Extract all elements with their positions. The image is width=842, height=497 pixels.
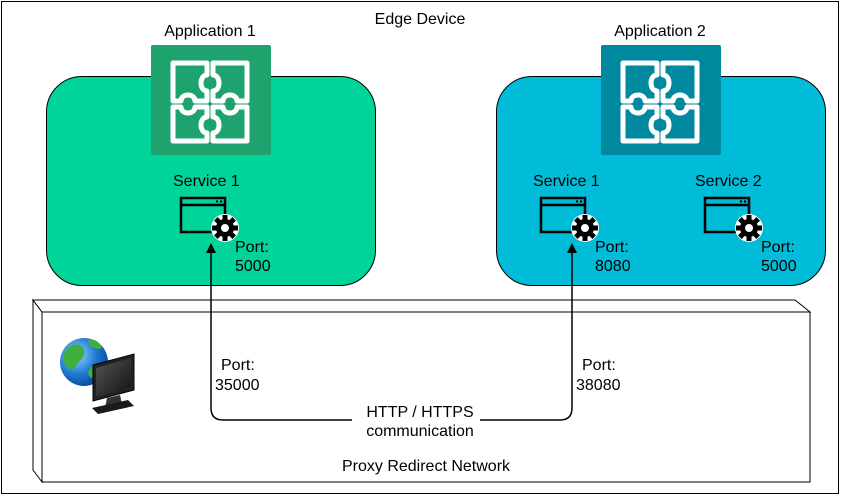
application-1-label: Application 1 xyxy=(164,23,256,40)
proxy-port-1-label: Port: xyxy=(221,357,255,374)
app2-service-2-label: Service 2 xyxy=(695,173,762,190)
proxy-port-1-value: 35000 xyxy=(215,377,260,394)
edge-device-title: Edge Device xyxy=(374,11,466,28)
proxy-port-2-value: 38080 xyxy=(576,377,621,394)
app2-service-2-port-label: Port: xyxy=(761,239,795,256)
app1-service-1-label: Service 1 xyxy=(173,173,240,190)
application-2-label: Application 2 xyxy=(614,23,706,40)
app2-service-1-label: Service 1 xyxy=(533,173,600,190)
proxy-network-label: Proxy Redirect Network xyxy=(341,458,511,475)
connection-label-line-1: HTTP / HTTPS xyxy=(366,404,474,421)
app1-service-1-port: 5000 xyxy=(235,258,271,275)
app2-service-1-port: 8080 xyxy=(595,258,631,275)
app2-service-1-port-label: Port: xyxy=(595,239,629,256)
app2-service-2-port: 5000 xyxy=(761,258,797,275)
proxy-port-2-label: Port: xyxy=(582,357,616,374)
connection-label-line-2: communication xyxy=(366,423,474,440)
